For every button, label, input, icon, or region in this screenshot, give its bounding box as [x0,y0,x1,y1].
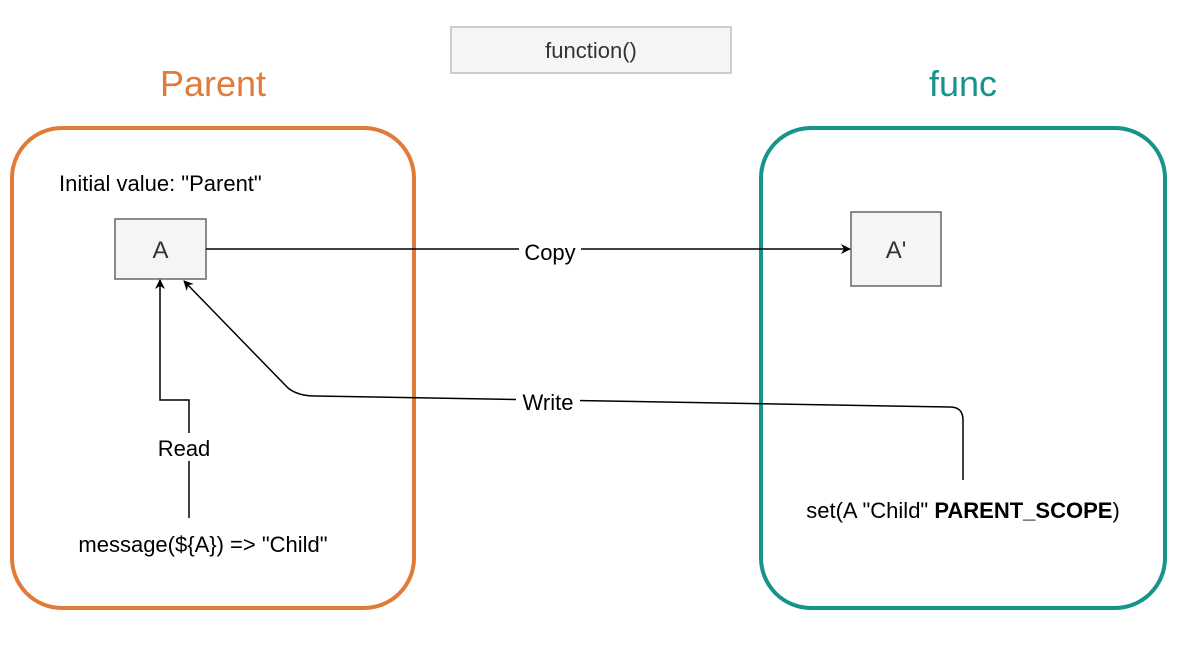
write-edge: Write [183,280,964,480]
message-label: message(${A}) => "Child" [78,532,327,557]
copy-label: Copy [524,240,575,265]
parent-scope: Parent Initial value: "Parent" A message… [10,63,416,610]
write-label-bg [516,388,580,414]
read-label-bg [150,433,220,461]
func-scope-container [759,126,1167,610]
variable-a-node [114,218,207,280]
function-header: function() [450,26,732,74]
function-header-box [450,26,732,74]
write-arrow [183,280,964,480]
copy-edge: Copy [206,238,851,265]
variable-a-prime-label: A' [886,237,907,264]
set-command-suffix: ) [1112,498,1119,523]
function-header-label: function() [545,38,637,63]
read-arrow [155,279,190,518]
variable-a-prime-node [850,211,942,287]
func-scope: func A' set(A "Child" PARENT_SCOPE) [759,63,1167,610]
write-label: Write [523,390,574,415]
func-scope-title: func [929,63,997,104]
set-command-prefix: set(A "Child" [806,498,934,523]
initial-value-label: Initial value: "Parent" [59,171,262,196]
copy-label-bg [519,238,581,264]
parent-scope-container [10,126,416,610]
read-label: Read [158,436,211,461]
set-command-keyword: PARENT_SCOPE [934,498,1112,523]
set-command-label: set(A "Child" PARENT_SCOPE) [806,498,1120,523]
parent-scope-title: Parent [160,63,266,104]
variable-a-label: A [152,237,168,264]
read-edge: Read [150,279,220,518]
